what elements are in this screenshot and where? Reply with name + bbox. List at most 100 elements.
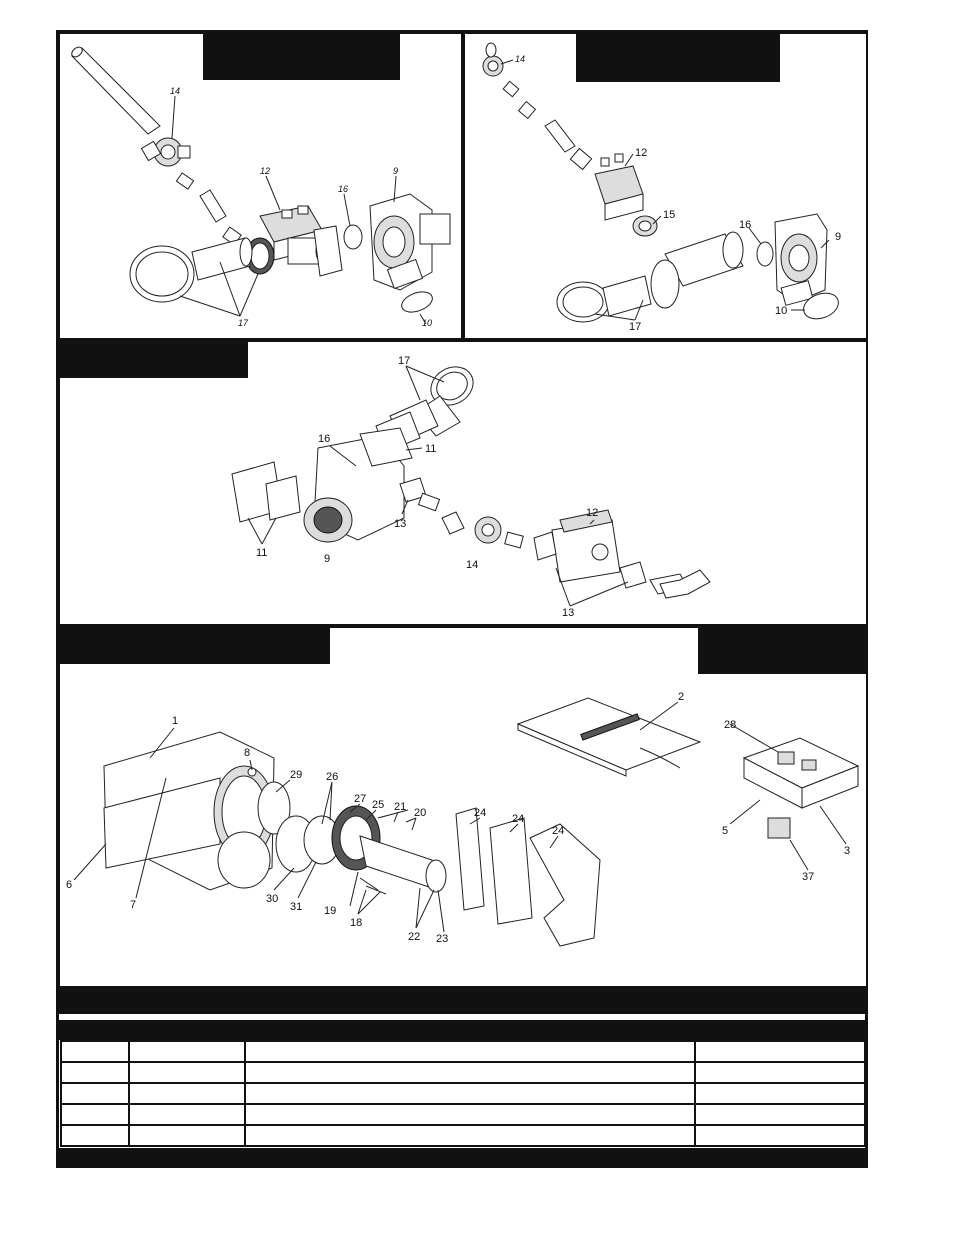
transformer — [767, 817, 791, 839]
panel-heading-bar — [60, 342, 248, 378]
callout-7: 7 — [130, 899, 136, 911]
table-cell — [128, 1061, 246, 1084]
callout-5: 5 — [722, 825, 728, 837]
callout-24-c: 24 — [552, 825, 564, 837]
table-cell — [128, 1103, 246, 1126]
table-cell — [128, 1124, 246, 1147]
callout-19: 19 — [324, 905, 336, 917]
control-box — [742, 737, 860, 809]
combustion-blower — [774, 213, 828, 306]
blower-gasket — [803, 292, 839, 320]
callout-10: 10 — [422, 318, 432, 328]
panel-heading-bar — [203, 34, 400, 80]
table-cell — [694, 1124, 866, 1147]
callout-leaders — [247, 365, 629, 607]
outlet-elbow — [649, 569, 711, 599]
callout-31: 31 — [290, 901, 302, 913]
gas-pipe — [71, 46, 161, 135]
callout-24-a: 24 — [474, 807, 486, 819]
table-cell — [128, 1082, 246, 1105]
shutoff-valve — [474, 516, 502, 544]
venturi — [632, 215, 658, 237]
table-row — [60, 1103, 866, 1126]
callout-12: 12 — [586, 507, 598, 519]
callout-6: 6 — [66, 879, 72, 891]
pipe-nipple — [504, 531, 524, 549]
callout-24-b: 24 — [512, 813, 524, 825]
gas-valve — [594, 153, 644, 221]
callout-30: 30 — [266, 893, 278, 905]
mixing-tube — [664, 231, 744, 287]
diagram-panel-bottom: 1 8 29 26 27 25 21 20 24 24 24 6 7 30 31… — [58, 626, 868, 986]
panel-heading-bar-right — [698, 628, 866, 674]
callout-9: 9 — [393, 166, 398, 176]
parts-table-title-bar — [58, 986, 868, 1014]
boiler-and-controls-exploded-view: 1 8 29 26 27 25 21 20 24 24 24 6 7 30 31… — [66, 691, 860, 947]
table-cell — [244, 1124, 696, 1147]
callout-leaders — [73, 701, 847, 933]
callout-15: 15 — [663, 209, 675, 221]
inspection-plate — [257, 781, 291, 835]
callout-25: 25 — [372, 799, 384, 811]
vent-connector-a — [455, 807, 485, 911]
callout-18: 18 — [350, 917, 362, 929]
table-cell — [244, 1061, 696, 1084]
diagram-panel-middle: 17 16 11 11 13 9 12 14 13 — [58, 340, 868, 626]
shutoff-valve — [482, 42, 504, 77]
shutoff-valve — [140, 137, 191, 167]
pipe-fittings — [175, 172, 242, 246]
table-cell — [694, 1082, 866, 1105]
venturi-assembly — [245, 225, 343, 277]
gas-train-exploded-view-a: 14 12 16 9 17 10 — [71, 46, 451, 328]
heat-exchanger-body — [103, 731, 275, 891]
table-cell — [694, 1061, 866, 1084]
vent-connector-b — [489, 817, 533, 925]
callout-10: 10 — [775, 305, 787, 317]
callout-leaders — [500, 59, 830, 321]
callout-12: 12 — [260, 166, 270, 176]
table-cell — [60, 1061, 130, 1084]
callout-20: 20 — [414, 807, 426, 819]
callout-17: 17 — [398, 355, 410, 367]
blower-gaskets — [231, 461, 301, 523]
gas-valve — [533, 509, 621, 583]
callout-9: 9 — [324, 553, 330, 565]
panel-heading-bar-left — [60, 628, 330, 664]
callout-16: 16 — [338, 184, 348, 194]
table-cell — [244, 1103, 696, 1126]
panel-heading-bar — [576, 34, 780, 82]
callout-16: 16 — [739, 219, 751, 231]
flange-13-b — [619, 561, 647, 589]
callout-23: 23 — [436, 933, 448, 945]
callout-11-right: 11 — [425, 443, 436, 455]
callout-37: 37 — [802, 871, 814, 883]
ignitor-and-sensor — [359, 809, 409, 895]
diagram-panel-top-left: 14 12 16 9 17 10 — [58, 32, 463, 340]
table-cell — [60, 1103, 130, 1126]
callout-8: 8 — [244, 747, 250, 759]
callout-11-left: 11 — [256, 547, 267, 559]
callout-1: 1 — [172, 715, 178, 727]
burner-tube — [359, 835, 447, 893]
vent-elbow — [529, 823, 601, 947]
callout-27: 27 — [354, 793, 366, 805]
fittings — [417, 492, 465, 535]
callout-29: 29 — [290, 769, 302, 781]
table-row — [60, 1082, 866, 1105]
blower-gasket — [401, 291, 433, 313]
callout-26: 26 — [326, 771, 338, 783]
callout-17: 17 — [238, 318, 249, 328]
table-cell — [244, 1082, 696, 1105]
table-cell — [694, 1103, 866, 1126]
table-cell — [694, 1040, 866, 1063]
callout-13-lower: 13 — [562, 607, 574, 619]
callout-21: 21 — [394, 801, 406, 813]
gasket — [756, 241, 774, 267]
callout-28: 28 — [724, 719, 736, 731]
table-cell — [60, 1124, 130, 1147]
pipe-fittings — [502, 80, 593, 171]
callout-13-upper: 13 — [394, 518, 406, 530]
burner-blower-exploded-view: 17 16 11 11 13 9 12 14 13 — [231, 355, 711, 619]
table-row — [60, 1061, 866, 1084]
combustion-blower — [369, 193, 451, 291]
